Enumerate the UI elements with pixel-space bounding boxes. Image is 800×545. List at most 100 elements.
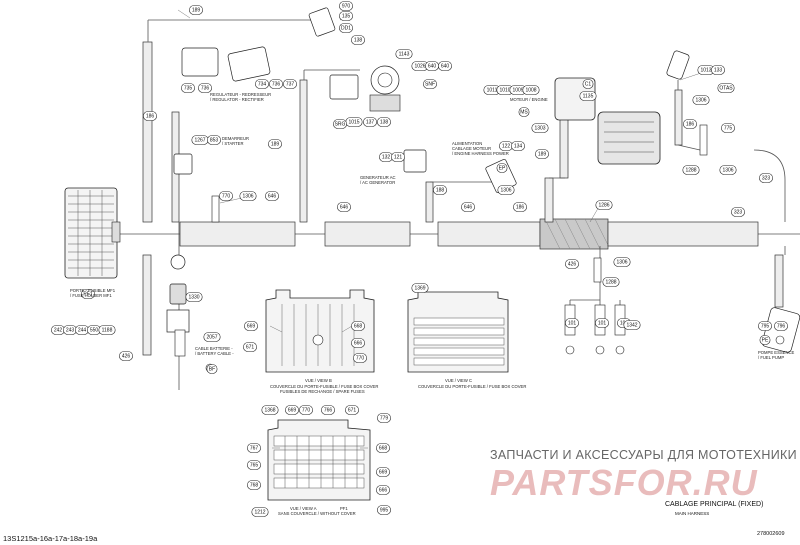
reference-label-text: 669 (288, 408, 297, 414)
reference-label-bubble (269, 79, 283, 89)
captions: PORTE - FUSIBLE MF1 / FUSE HOLDER MF1 RE… (70, 92, 795, 516)
reference-label-bubble (376, 443, 390, 453)
main-harness-trunk (120, 218, 800, 250)
reference-label-bubble (339, 11, 353, 21)
reference-label-text: 243 (66, 328, 75, 334)
reference-label-bubble (535, 149, 549, 159)
panel-view-b (265, 289, 375, 373)
reference-label-text: 1026 (414, 64, 425, 70)
reference-label-text: 2057 (206, 335, 217, 341)
fuse-holder-pf1 (64, 187, 121, 279)
reference-label-text: 1267 (194, 138, 205, 144)
reference-label: 768 (247, 480, 261, 490)
caption-generateur-1: GENERATEUR AC (360, 175, 396, 180)
caption-cable-batterie-1: CABLE BATTERIE - (195, 346, 233, 351)
reference-label-bubble (759, 173, 773, 183)
reference-label-bubble (376, 485, 390, 495)
reference-label: 1010 (496, 85, 514, 95)
reference-label: 1330 (185, 292, 203, 302)
reference-label: OTAS (717, 83, 735, 93)
reference-label-bubble (731, 207, 745, 217)
reference-label: 1306 (719, 165, 737, 175)
reference-label: MS (518, 107, 530, 117)
reference-label: 323 (731, 207, 745, 217)
reference-label-bubble (285, 405, 299, 415)
reference-label-bubble (337, 202, 351, 212)
reference-label-text: 186 (516, 205, 525, 211)
reference-label: 138 (351, 35, 365, 45)
reference-label-bubble (345, 405, 359, 415)
caption-view-b-1: VUE / VIEW B (305, 378, 332, 383)
reference-label-bubble (774, 321, 788, 331)
reference-label-text: 1011 (487, 88, 498, 94)
reference-label: 736 (198, 83, 212, 93)
reference-label: 189 (268, 139, 282, 149)
caption-view-c-2: COUVERCLE DU PORTE-FUSIBLE / FUSE BOX CO… (418, 384, 526, 389)
reference-label: 132 (379, 152, 393, 162)
reference-label-bubble (268, 139, 282, 149)
reference-label-bubble (339, 23, 353, 33)
reference-label-text: 853 (210, 138, 219, 144)
reference-label: 133 (711, 65, 725, 75)
reference-label: 1288 (602, 277, 620, 287)
reference-label-text: 242 (54, 328, 63, 334)
reference-label: 134 (511, 141, 525, 151)
reference-label: 1143 (395, 49, 413, 59)
reference-label-bubble (579, 91, 597, 101)
reference-label-bubble (351, 35, 365, 45)
reference-label: 1288 (682, 165, 700, 175)
diagram-title: CABLAGE PRINCIPAL (FIXED) (665, 501, 764, 508)
caption-alimentation-3: / ENGINE HARNESS POWER (452, 151, 509, 156)
reference-label-bubble (391, 152, 405, 162)
reference-label: 779 (377, 413, 391, 423)
reference-label-text: 779 (380, 416, 389, 422)
reference-label-bubble (207, 135, 221, 145)
reference-label-bubble (438, 61, 452, 71)
reference-label-bubble (353, 353, 367, 363)
reference-label: 101 (595, 318, 609, 328)
reference-label-bubble (189, 5, 203, 15)
reference-label-bubble (243, 342, 257, 352)
reference-label-bubble (244, 321, 258, 331)
reference-label-text: 101 (598, 321, 607, 327)
reference-label-bubble (143, 111, 157, 121)
reference-label-bubble (198, 83, 212, 93)
reference-label: 189 (189, 5, 203, 15)
reference-label-text: C1 (585, 82, 592, 88)
caption-pompe-2: / FUEL PUMP (758, 355, 784, 360)
reference-label-text: 666 (379, 488, 388, 494)
reference-label-text: 1330 (188, 295, 199, 301)
reference-label-text: 765 (250, 463, 259, 469)
reference-label-bubble (206, 364, 218, 374)
reference-label-text: 1369 (414, 286, 425, 292)
reference-label: SNF (423, 79, 437, 89)
reference-label-text: 1368 (264, 408, 275, 414)
reference-label: 426 (119, 351, 133, 361)
reference-label-text: 671 (246, 345, 255, 351)
reference-label-text: 1188 (102, 328, 113, 334)
reference-label-text: 737 (286, 82, 295, 88)
reference-label-text: 121 (394, 155, 403, 161)
reference-label-bubble (759, 335, 771, 345)
reference-label-bubble (461, 202, 475, 212)
reference-label: 1135 (579, 91, 597, 101)
reference-label-text: 1306 (242, 194, 253, 200)
caption-cable-batterie-2: / BATTERY CABLE - (195, 351, 234, 356)
reference-label-bubble (261, 405, 279, 415)
reference-label-text: 1212 (254, 510, 265, 516)
reference-label-bubble (613, 257, 631, 267)
reference-label-text: 189 (271, 142, 280, 148)
reference-label: 737 (283, 79, 297, 89)
connectors (166, 7, 800, 357)
caption-alimentation-1: ALIMENTATION (452, 141, 482, 146)
reference-label: SRG (333, 119, 347, 129)
reference-label-bubble (758, 321, 772, 331)
reference-label-text: 1306 (500, 188, 511, 194)
watermark-text: ЗАПЧАСТИ И АКСЕССУАРЫ ДЛЯ МОТОТЕХНИКИ (490, 448, 797, 462)
reference-label-bubble (531, 123, 549, 133)
reference-label: 736 (269, 79, 283, 89)
reference-label: 1188 (98, 325, 116, 335)
reference-label: 188 (433, 185, 447, 195)
reference-label: 1306 (497, 185, 515, 195)
